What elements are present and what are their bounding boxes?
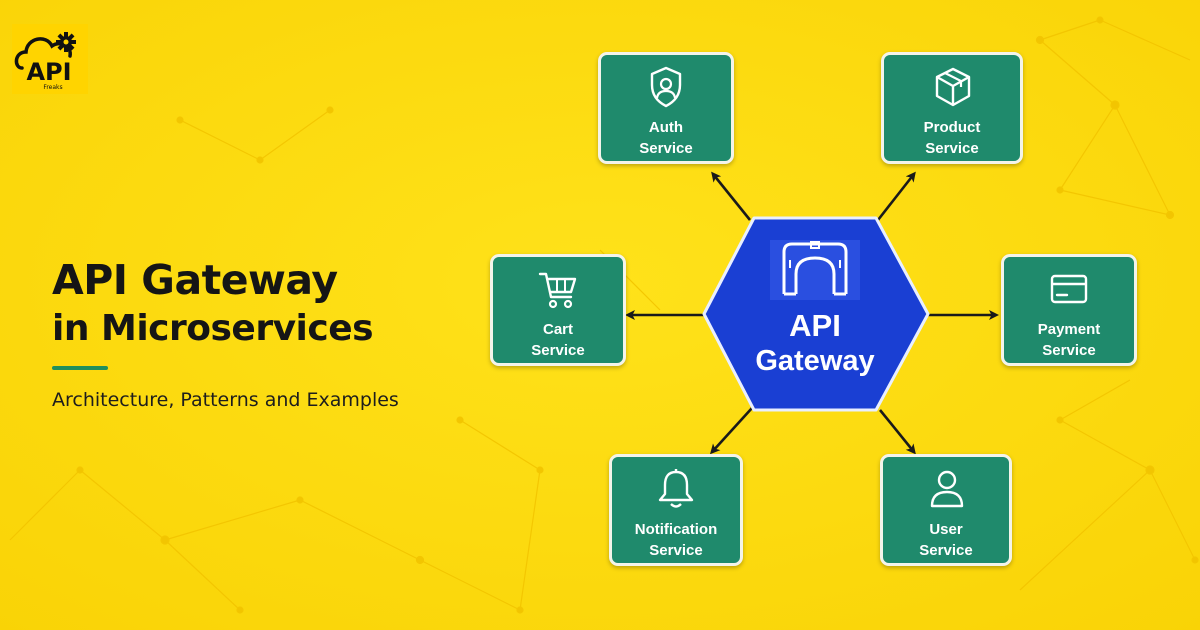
page-subtitle: Architecture, Patterns and Examples bbox=[52, 389, 399, 411]
arrow-to-auth bbox=[711, 171, 752, 221]
gear-icon bbox=[56, 32, 76, 52]
logo-text: API bbox=[26, 58, 72, 86]
gateway-label-line-1: API bbox=[789, 308, 841, 343]
api-gateway-hexagon bbox=[702, 216, 930, 412]
shield-user-icon bbox=[650, 66, 682, 108]
logo-mark bbox=[12, 24, 88, 94]
accent-divider bbox=[52, 366, 108, 370]
gateway-label-line-2: Gateway bbox=[755, 345, 875, 377]
cart-icon bbox=[538, 272, 577, 309]
logo-subtext: Freaks bbox=[43, 84, 63, 91]
bell-icon bbox=[658, 469, 694, 508]
arrow-to-product bbox=[876, 171, 916, 221]
user-icon bbox=[930, 470, 964, 508]
page-title-line-2: in Microservices bbox=[52, 308, 374, 349]
box-icon bbox=[935, 67, 971, 107]
arrow-to-user bbox=[878, 409, 916, 455]
card-icon bbox=[1050, 274, 1088, 304]
network-decoration bbox=[9, 16, 1199, 614]
arrow-to-notification bbox=[709, 407, 753, 455]
connector-arrows bbox=[625, 171, 999, 455]
gateway-arch-icon bbox=[770, 240, 860, 300]
page-title-line-1: API Gateway bbox=[52, 256, 338, 304]
title-block: API Gateway in Microservices Architectur… bbox=[52, 256, 472, 412]
